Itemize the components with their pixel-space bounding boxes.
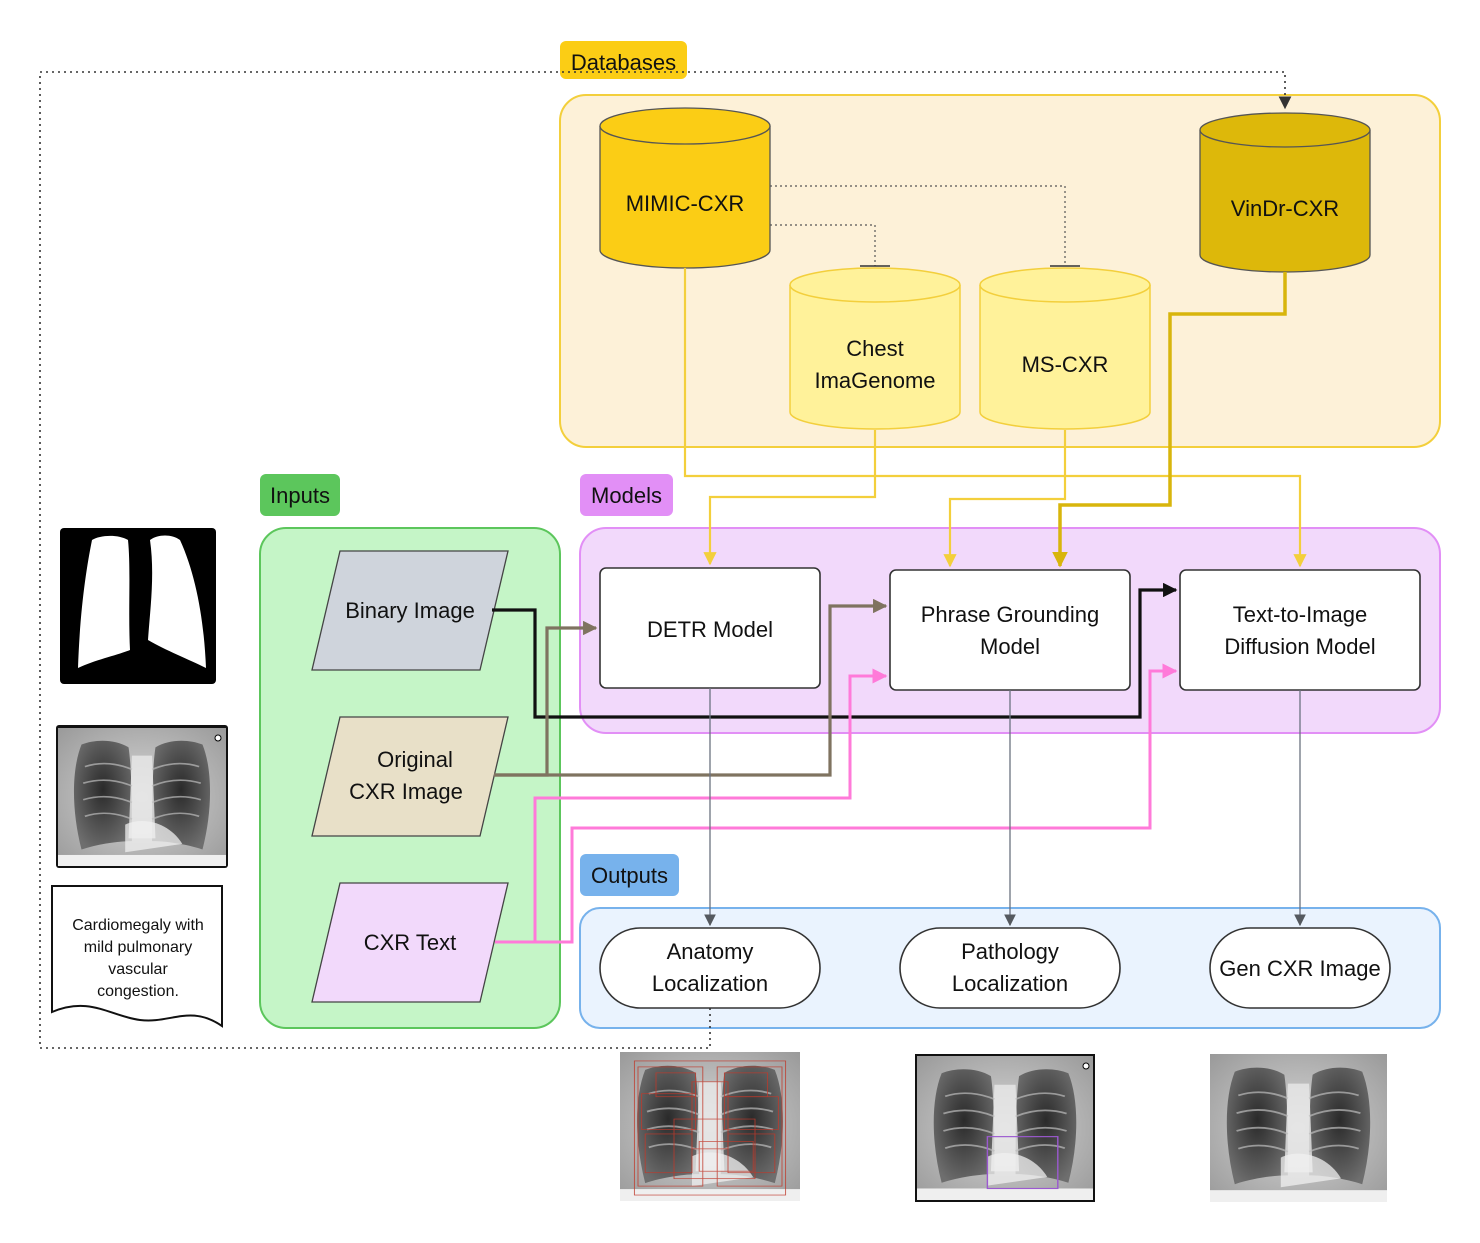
- arrow-vindr-to-phrase: [1052, 272, 1287, 568]
- svg-text:Chest: Chest: [846, 336, 903, 361]
- input-binary-image: Binary Image: [311, 550, 509, 671]
- output-arrows: [704, 688, 1306, 927]
- input-cxr-text: CXR Text: [311, 882, 509, 1003]
- svg-text:VinDr-CXR: VinDr-CXR: [1231, 196, 1339, 221]
- arrow-original-to-phrase: [494, 598, 888, 777]
- output-pathology-localization: Pathology Localization: [899, 927, 1121, 1009]
- svg-text:Models: Models: [591, 483, 662, 508]
- db-chest-imagenome: Chest ImaGenome: [789, 267, 961, 430]
- svg-text:CXR Image: CXR Image: [349, 779, 463, 804]
- arrow-chest-to-detr: [703, 430, 877, 566]
- svg-text:vascular: vascular: [108, 961, 168, 978]
- svg-text:Outputs: Outputs: [591, 863, 668, 888]
- db-vindr-cxr: VinDr-CXR: [1199, 112, 1371, 273]
- models-tag: Models: [580, 474, 673, 516]
- svg-text:ImaGenome: ImaGenome: [814, 368, 935, 393]
- svg-text:Model: Model: [980, 634, 1040, 659]
- inputs-tag: Inputs: [260, 474, 340, 516]
- svg-text:Binary Image: Binary Image: [345, 598, 475, 623]
- svg-text:MS-CXR: MS-CXR: [1022, 352, 1109, 377]
- arrow-mimic-to-diffusion: [683, 268, 1307, 568]
- svg-text:Diffusion Model: Diffusion Model: [1224, 634, 1375, 659]
- original-cxr-thumbnail: [56, 725, 228, 868]
- svg-text:MIMIC-CXR: MIMIC-CXR: [626, 191, 745, 216]
- output-gen-cxr-image: Gen CXR Image: [1209, 927, 1391, 1009]
- svg-text:Anatomy: Anatomy: [667, 939, 754, 964]
- db-mimic-cxr: MIMIC-CXR: [599, 107, 771, 269]
- svg-text:Inputs: Inputs: [270, 483, 330, 508]
- svg-text:Localization: Localization: [952, 971, 1068, 996]
- generated-cxr-image: [1210, 1054, 1387, 1202]
- svg-text:Pathology: Pathology: [961, 939, 1059, 964]
- svg-text:CXR Text: CXR Text: [364, 930, 457, 955]
- input-arrows: [492, 582, 1178, 944]
- svg-text:Original: Original: [377, 747, 453, 772]
- output-anatomy-localization: Anatomy Localization: [599, 927, 821, 1009]
- svg-text:Gen CXR Image: Gen CXR Image: [1219, 956, 1380, 981]
- derivation-links: [770, 185, 1066, 266]
- svg-text:Phrase Grounding: Phrase Grounding: [921, 602, 1100, 627]
- svg-text:Text-to-Image: Text-to-Image: [1233, 602, 1368, 627]
- model-detr: DETR Model: [599, 567, 821, 689]
- model-phrase-grounding: Phrase Grounding Model: [889, 569, 1131, 691]
- report-document: Cardiomegaly with mild pulmonary vascula…: [51, 885, 223, 1028]
- svg-text:congestion.: congestion.: [97, 983, 179, 1000]
- pathology-localization-image: [915, 1054, 1095, 1202]
- anatomy-localization-image: [620, 1052, 800, 1201]
- svg-text:Cardiomegaly with: Cardiomegaly with: [72, 917, 204, 934]
- svg-text:Localization: Localization: [652, 971, 768, 996]
- databases-tag: Databases: [560, 41, 687, 79]
- arrow-text-to-diffusion: [495, 663, 1178, 944]
- model-text-to-image-diffusion: Text-to-Image Diffusion Model: [1179, 569, 1421, 691]
- db-ms-cxr: MS-CXR: [979, 267, 1151, 430]
- dataset-arrows: [683, 268, 1307, 568]
- svg-text:DETR Model: DETR Model: [647, 617, 773, 642]
- binary-mask-image: [60, 528, 216, 684]
- outputs-tag: Outputs: [580, 854, 679, 896]
- svg-text:mild pulmonary: mild pulmonary: [84, 939, 192, 956]
- arrow-mscxr-to-phrase: [943, 430, 1067, 568]
- arrow-binary-to-diffusion: [492, 582, 1178, 719]
- input-original-cxr-image: Original CXR Image: [311, 716, 509, 837]
- svg-text:Databases: Databases: [571, 50, 676, 75]
